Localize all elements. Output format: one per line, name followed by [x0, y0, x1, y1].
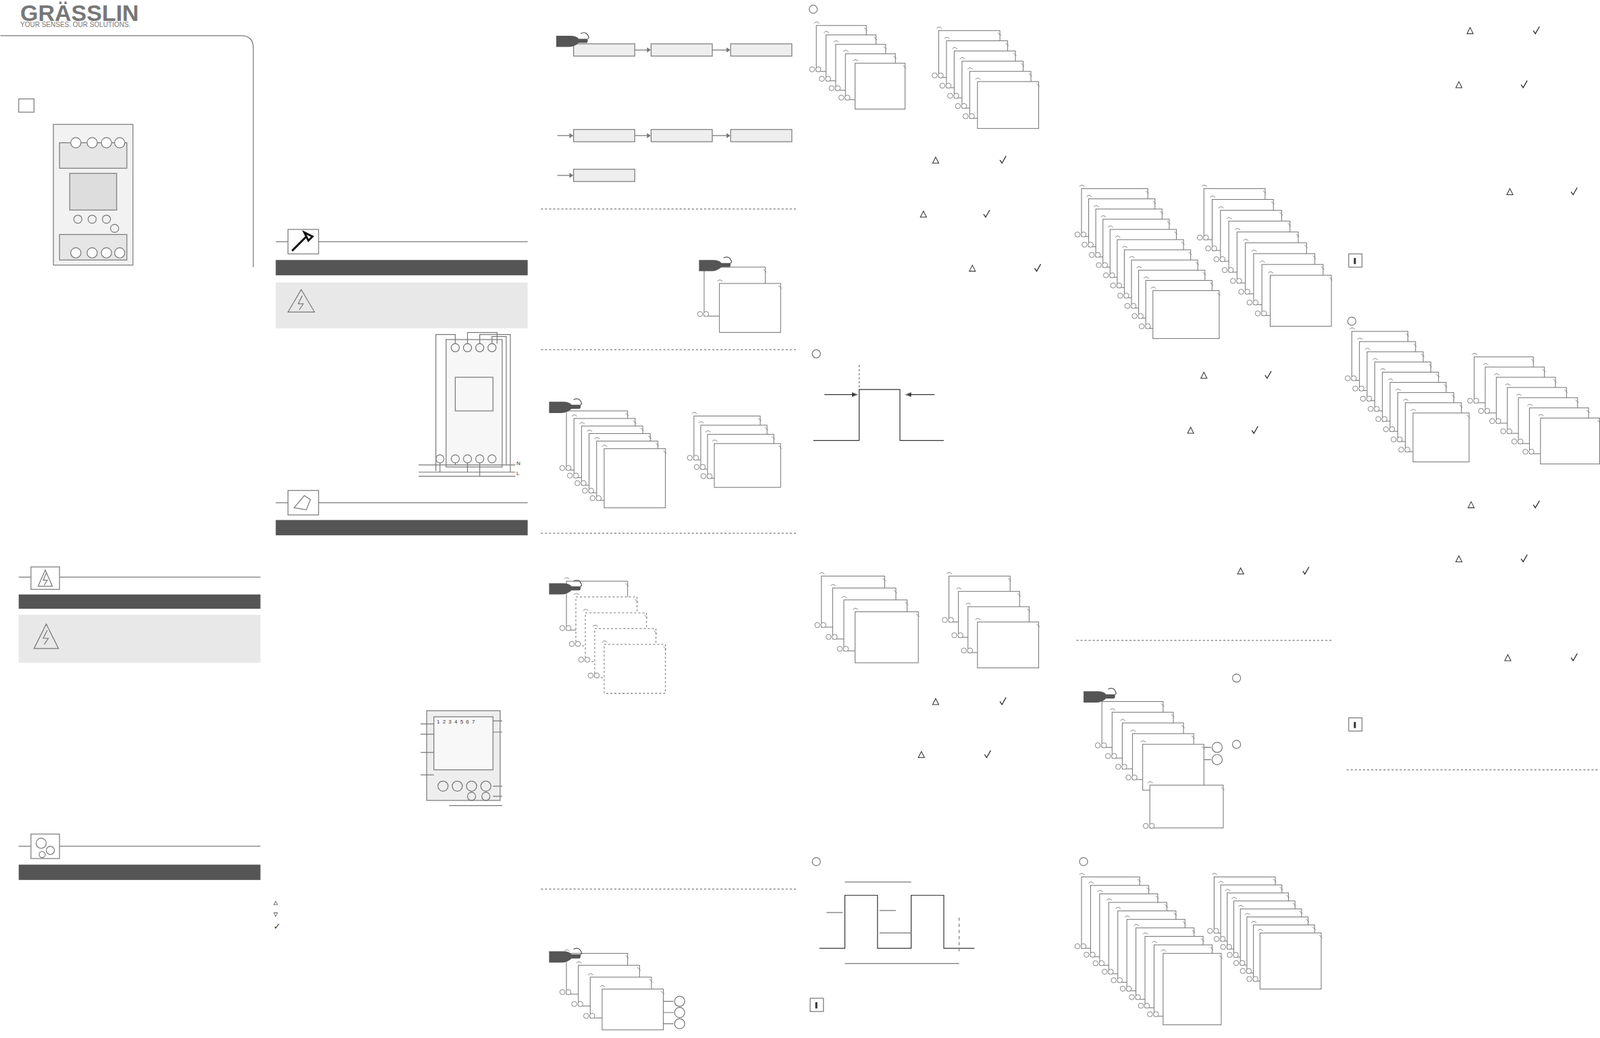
brand-tagline: YOUR SENSES. OUR SOLUTIONS.	[20, 21, 131, 29]
terminal-label: L	[516, 471, 520, 477]
brand-logo: GRÄSSLIN	[20, 1, 140, 25]
button-symbol: ▵	[273, 897, 279, 907]
button-symbol: ✓	[273, 922, 281, 931]
button-symbol: ▿	[273, 910, 279, 919]
display-day-numbers: 1 2 3 4 5 6 7	[436, 719, 476, 726]
terminal-label: N	[516, 461, 521, 467]
